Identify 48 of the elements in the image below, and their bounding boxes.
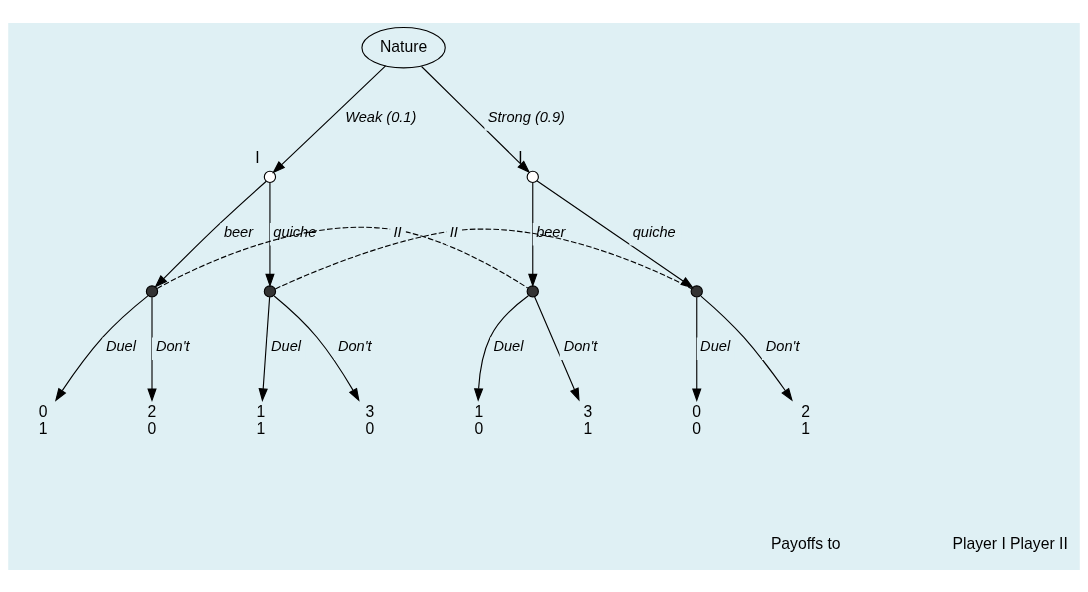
node-circle (145, 284, 159, 298)
edge-label: II (393, 223, 402, 240)
arrow (265, 181, 275, 287)
edge-label: Duel (493, 337, 524, 354)
node-text: 3 1 (583, 402, 593, 437)
edge-label: quiche (632, 223, 676, 240)
edge-label: beer (223, 223, 254, 240)
node-ellipse: Nature (361, 26, 446, 68)
edge-label: Weak (0.1) (345, 108, 417, 125)
edge-label: Duel (700, 337, 731, 354)
edge-label: Duel (271, 337, 302, 354)
node-circle (263, 170, 277, 183)
arrow (534, 295, 580, 402)
edge-label: Don't (155, 337, 190, 354)
connector (274, 228, 693, 289)
node-circle (690, 284, 703, 298)
connector (156, 226, 529, 289)
node-label: I (518, 148, 523, 166)
node-text: 0 1 (38, 402, 48, 437)
node-text: 3 0 (365, 402, 375, 437)
arrow (258, 296, 271, 402)
node-text: 1 1 (256, 402, 266, 437)
arrow (692, 296, 702, 402)
label: Player I Player II (952, 534, 1068, 552)
node-text: 2 0 (147, 402, 157, 437)
edge-label: quiche (273, 223, 317, 240)
node-text: 2 1 (801, 402, 811, 437)
edge-label: II (449, 223, 458, 240)
arrow (154, 180, 267, 288)
edge-label: Don't (765, 337, 800, 354)
arrow (536, 179, 694, 288)
arrow (147, 296, 157, 402)
node-circle (526, 284, 539, 298)
edge-label: Don't (563, 337, 598, 354)
edge-label: Don't (337, 337, 372, 354)
node-text: 1 0 (474, 402, 484, 437)
arrow (54, 294, 149, 402)
node-text: 0 0 (692, 402, 702, 437)
node-label: I (255, 148, 260, 166)
arrow (700, 295, 793, 401)
arrow (273, 294, 360, 402)
node-circle (263, 284, 277, 298)
arrow (272, 64, 387, 174)
edge-label: beer (536, 223, 566, 240)
edge-label: Duel (105, 337, 136, 354)
label: Payoffs to (770, 534, 841, 552)
arrow (528, 181, 538, 287)
edge-label: Strong (0.9) (487, 108, 565, 125)
